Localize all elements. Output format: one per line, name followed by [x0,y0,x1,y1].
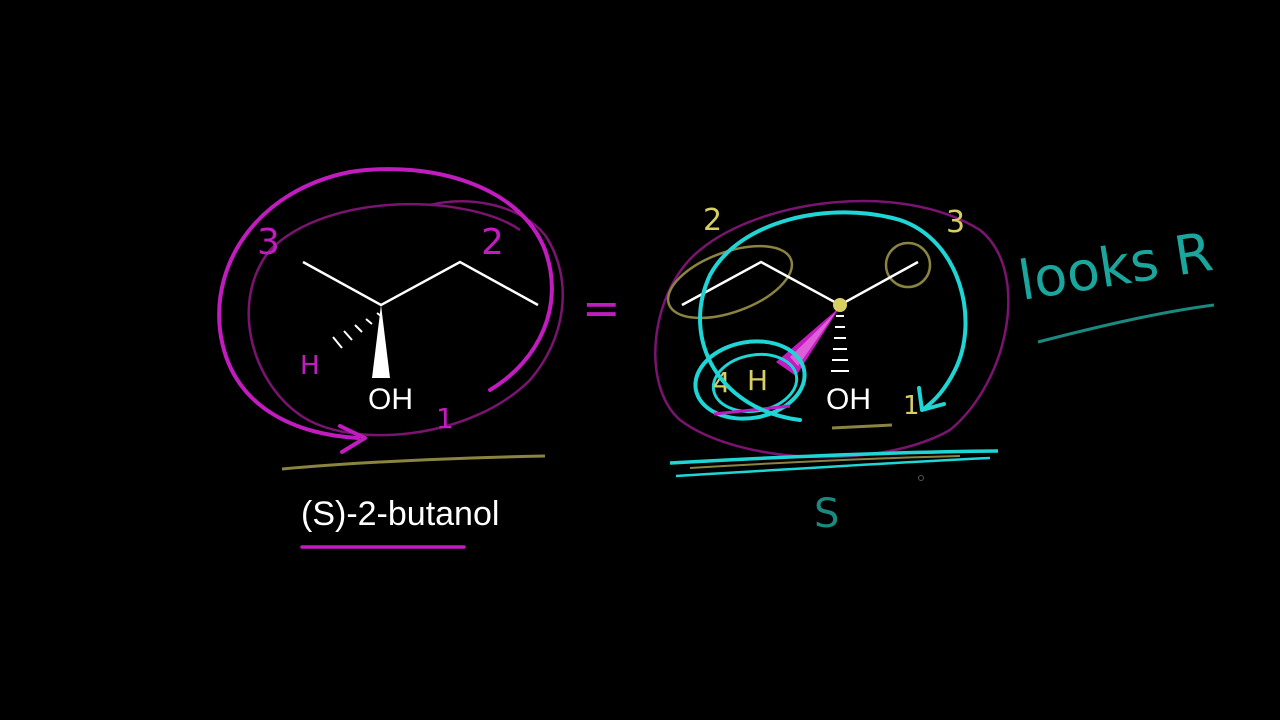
right-outer-rotation-loop [654,199,1010,459]
left-olive-underline [281,454,546,471]
right-arrow-head [917,386,946,412]
right-priority-arrow-loop [698,210,968,422]
left-arrow-head [338,424,367,454]
right-wedge-inner [790,312,836,366]
looks-note-underline [1037,303,1215,344]
left-molecule: OH H 3 2 1 (S)-2-butanol [217,167,564,549]
ethyl-group-highlight [666,244,794,320]
left-oh-label: OH [368,383,413,416]
oh-olive-underline [831,423,893,430]
left-priority-2: 2 [481,222,504,263]
equals-sign: = [582,281,621,335]
right-priority-3: 3 [946,205,965,240]
right-priority-1: 1 [903,391,920,421]
left-priority-3: 3 [257,222,280,263]
right-hashed-bond [831,315,849,372]
right-result-letter: S [814,491,839,537]
right-oh-label: OH [826,383,871,416]
right-carbon-chain [681,260,919,307]
left-priority-arrow-loop [217,167,554,440]
left-h-label: H [300,351,320,381]
pen-cursor [918,475,924,481]
left-carbon-chain [302,260,539,307]
left-molecule-name: (S)-2-butanol [301,495,499,533]
methyl-group-highlight [884,241,932,289]
right-priority-2: 2 [703,203,722,238]
left-priority-1: 1 [436,402,454,435]
left-wedge-bond [372,305,390,378]
right-olive-underline [689,455,961,469]
left-hashed-bond [332,312,382,349]
right-cyan-underline-2 [675,456,991,478]
right-h-label: H [747,364,768,397]
chiral-center-dot [833,298,847,312]
h-priority-4-highlight [693,339,807,421]
right-cyan-underline [669,449,999,465]
h-underline-magenta [713,404,791,416]
right-molecule: OH H 4 2 3 1 S [654,199,1010,537]
